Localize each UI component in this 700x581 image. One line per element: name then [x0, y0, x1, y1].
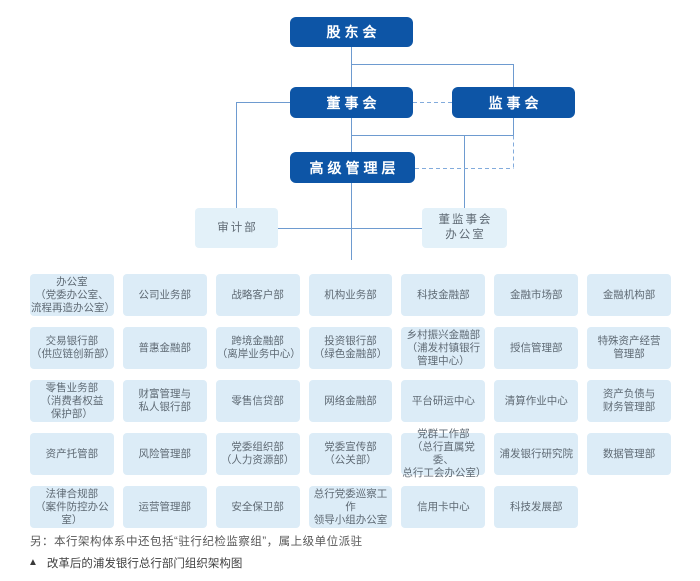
department-cell: 办公室 （党委办公室、 流程再造办公室） — [30, 274, 115, 316]
senior-management-box: 高级管理层 — [290, 152, 415, 183]
triangle-marker-icon: ▲ — [28, 557, 38, 568]
department-cell: 零售业务部 （消费者权益 保护部） — [30, 380, 114, 422]
department-cell: 普惠金融部 — [122, 327, 207, 369]
department-cell: 科技发展部 — [494, 486, 579, 528]
department-cell: 网络金融部 — [308, 380, 393, 422]
line-shareholders-supervisors — [351, 64, 514, 87]
department-cell: 平台研运中心 — [401, 380, 486, 422]
department-cell: 总行党委巡察工作 领导小组办公室 — [308, 486, 393, 528]
department-cell: 资产托管部 — [30, 433, 114, 475]
department-cell: 数据管理部 — [587, 433, 671, 475]
department-cell: 公司业务部 — [122, 274, 207, 316]
footnote: 另：本行架构体系中还包括“驻行纪检监察组”，属上级单位派驻 — [30, 536, 363, 548]
empty-cell — [587, 486, 671, 528]
department-cell: 法律合规部 （案件防控办公室） — [30, 486, 114, 528]
board-of-directors-box: 董事会 — [290, 87, 413, 118]
department-cell: 战略客户部 — [215, 274, 300, 316]
shareholders-meeting-box: 股东会 — [290, 17, 413, 47]
department-cell: 科技金融部 — [401, 274, 486, 316]
department-cell: 运营管理部 — [122, 486, 207, 528]
department-cell: 金融机构部 — [587, 274, 671, 316]
department-cell: 跨境金融部 （离岸业务中心） — [215, 327, 301, 369]
department-cell: 党委组织部 （人力资源部） — [215, 433, 300, 475]
department-cell: 党群工作部 （总行直属党委、 总行工会办公室） — [401, 428, 487, 479]
caption-text: 改革后的浦发银行总行部门组织架构图 — [46, 558, 243, 570]
department-cell: 授信管理部 — [494, 327, 579, 369]
department-cell: 资产负债与 财务管理部 — [587, 380, 671, 422]
department-cell: 金融市场部 — [494, 274, 579, 316]
department-cell: 党委宣传部 （公关部） — [308, 433, 393, 475]
department-cell: 浦发银行研究院 — [494, 433, 579, 475]
chart-caption: ▲ 改革后的浦发银行总行部门组织架构图 — [28, 555, 242, 571]
department-cell: 信用卡中心 — [401, 486, 486, 528]
audit-department-box: 审计部 — [195, 208, 278, 248]
department-cell: 风险管理部 — [122, 433, 207, 475]
board-supervisors-office-box: 董监事会 办公室 — [422, 208, 507, 248]
department-cell: 特殊资产经营 管理部 — [587, 327, 671, 369]
department-cell: 安全保卫部 — [215, 486, 300, 528]
department-cell: 交易银行部 （供应链创新部） — [30, 327, 115, 369]
department-cell: 零售信贷部 — [215, 380, 300, 422]
board-of-supervisors-box: 监事会 — [452, 87, 575, 118]
department-cell: 乡村振兴金融部 （浦发村镇银行 管理中心） — [401, 327, 486, 369]
departments-grid: 办公室 （党委办公室、 流程再造办公室）公司业务部战略客户部机构业务部科技金融部… — [30, 274, 671, 528]
department-cell: 清算作业中心 — [494, 380, 579, 422]
department-cell: 财富管理与 私人银行部 — [122, 380, 207, 422]
department-cell: 投资银行部 （绿色金融部） — [308, 327, 393, 369]
line-board-audit — [236, 102, 290, 208]
department-cell: 机构业务部 — [308, 274, 393, 316]
